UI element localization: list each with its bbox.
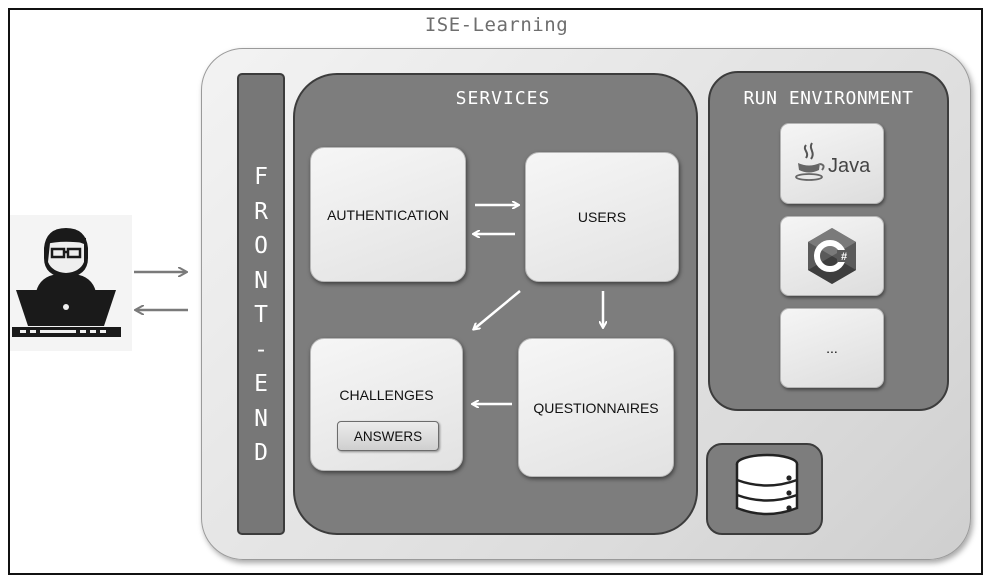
questionnaires-box: QUESTIONNAIRES — [518, 338, 674, 477]
questionnaires-label: QUESTIONNAIRES — [533, 399, 659, 416]
java-logo-icon: Java — [795, 141, 871, 181]
answers-box: ANSWERS — [337, 421, 439, 451]
challenges-box: CHALLENGES — [310, 338, 463, 471]
frontend-letter: T — [254, 302, 268, 328]
frontend-letter: R — [254, 198, 268, 225]
services-title: SERVICES — [455, 88, 551, 109]
svg-text:#: # — [841, 251, 847, 263]
java-label: Java — [828, 155, 871, 177]
run-environment-title: RUN ENVIRONMENT — [743, 88, 914, 109]
more-runtimes-label: ... — [826, 340, 838, 356]
frontend-letter: D — [254, 440, 268, 466]
users-label: USERS — [577, 209, 627, 225]
authentication-box: AUTHENTICATION — [310, 147, 466, 282]
csharp-tile: # — [780, 216, 884, 296]
more-runtimes-tile: ... — [780, 308, 884, 388]
csharp-logo-icon: # — [808, 228, 856, 284]
diagram-title: ISE-Learning — [424, 14, 569, 36]
frontend-bar — [237, 73, 285, 535]
frontend-letter: N — [254, 267, 268, 294]
challenges-label: CHALLENGES — [339, 387, 434, 403]
authentication-label: AUTHENTICATION — [327, 206, 449, 223]
frontend-letter: E — [254, 371, 268, 397]
java-tile: Java — [780, 123, 884, 204]
answers-label: ANSWERS — [353, 428, 423, 444]
frontend-letter: - — [254, 336, 268, 363]
user-area — [10, 215, 132, 351]
frontend-label: F R O N T - E N D — [237, 160, 285, 471]
frontend-letter: F — [254, 164, 268, 190]
frontend-letter: N — [254, 405, 268, 432]
database-panel — [706, 443, 823, 535]
frontend-letter: O — [254, 233, 268, 259]
users-box: USERS — [525, 152, 679, 282]
